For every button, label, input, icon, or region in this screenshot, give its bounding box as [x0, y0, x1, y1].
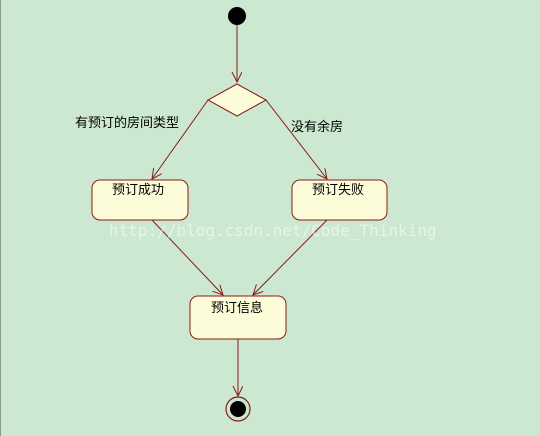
- initial-node: [228, 7, 246, 25]
- edge-decision-to-failed: [265, 99, 327, 179]
- edge-success-to-info: [151, 219, 223, 295]
- final-node: [225, 396, 251, 422]
- action-booking-success: [91, 179, 189, 221]
- action-booking-success-label: 预订成功: [112, 183, 164, 198]
- action-booking-failed-label: 预订失败: [312, 183, 364, 198]
- edge-label-no-vacancy: 没有余房: [291, 119, 343, 135]
- edge-decision-to-success: [152, 99, 209, 179]
- decision-node: [206, 83, 268, 117]
- edge-label-has-room-type: 有预订的房间类型: [75, 115, 179, 131]
- watermark-url: http://blog.csdn.net/Code_Thinking: [109, 221, 437, 240]
- edge-failed-to-info: [253, 219, 328, 295]
- action-booking-info-label: 预订信息: [211, 300, 263, 316]
- action-booking-failed: [291, 179, 388, 221]
